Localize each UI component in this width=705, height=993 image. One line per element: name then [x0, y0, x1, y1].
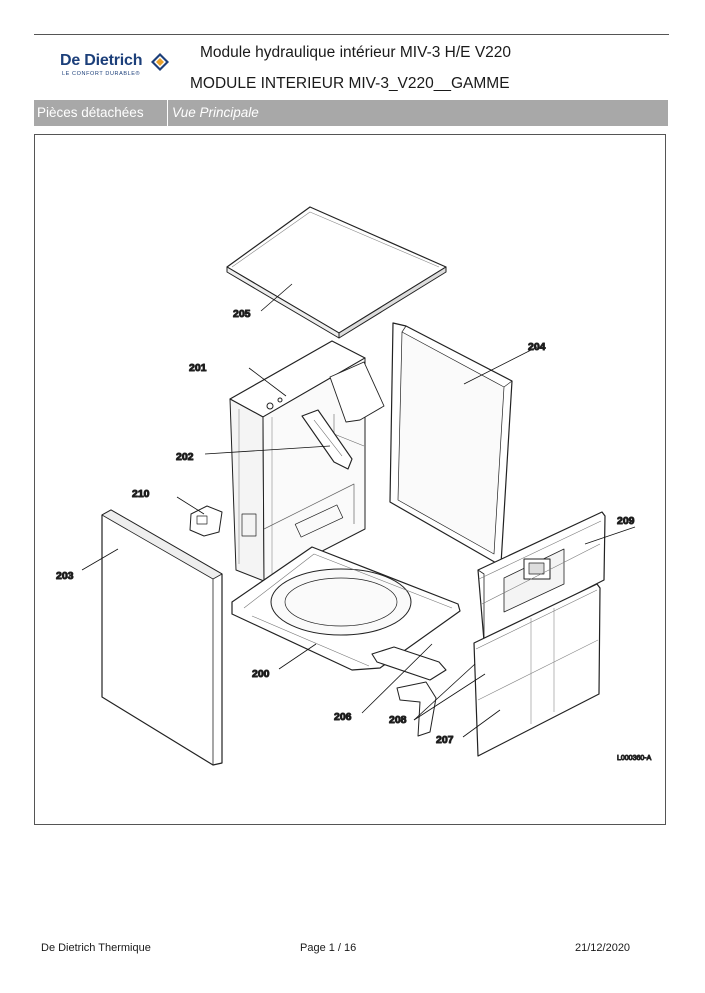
part-207-front-door: [473, 583, 601, 757]
section-label: Pièces détachées: [34, 100, 168, 126]
leader-lines: [81, 283, 636, 738]
logo-name: De Dietrich: [60, 52, 143, 69]
callout-209: 209: [617, 515, 635, 527]
exploded-view-diagram: 205 201 202 210 203 204 209 200 206 208 …: [56, 206, 652, 766]
drawing-reference: L000360-A: [617, 755, 652, 762]
part-208-hinge: [396, 681, 437, 737]
footer-date: 21/12/2020: [575, 942, 631, 954]
callout-208: 208: [389, 714, 407, 726]
part-201-main-frame: [229, 340, 385, 582]
footer-page-number: Page 1 / 16: [300, 942, 357, 954]
callout-204: 204: [528, 341, 546, 353]
view-label: Vue Principale: [172, 105, 259, 120]
logo-tagline: LE CONFORT DURABLE®: [62, 71, 141, 77]
de-dietrich-logo: De Dietrich LE CONFORT DURABLE®: [60, 52, 172, 82]
part-210-clip: [189, 505, 223, 537]
callout-210: 210: [132, 488, 150, 500]
document-title: Module hydraulique intérieur MIV-3 H/E V…: [200, 44, 512, 61]
callout-205: 205: [233, 308, 251, 320]
callout-202: 202: [176, 451, 194, 463]
part-203-left-panel: [101, 509, 223, 766]
document-subtitle: MODULE INTERIEUR MIV-3_V220__GAMME: [190, 75, 510, 92]
callout-201: 201: [189, 362, 207, 374]
diagram-frame: [34, 134, 666, 825]
part-204-side-panel: [389, 322, 513, 565]
callout-207: 207: [436, 734, 454, 746]
part-205-top-panel: [226, 206, 447, 339]
callout-203: 203: [56, 570, 74, 582]
part-200-base: [231, 546, 461, 671]
header-rule: [34, 34, 669, 35]
part-206-trim: [371, 646, 447, 681]
part-209-control-panel: [477, 511, 606, 642]
callout-206: 206: [334, 711, 352, 723]
section-bar: Pièces détachées Vue Principale: [34, 100, 668, 126]
callout-200: 200: [252, 668, 270, 680]
part-202-bracket: [301, 409, 353, 470]
footer-company: De Dietrich Thermique: [41, 942, 151, 954]
diamond-logo-icon: [151, 53, 169, 71]
